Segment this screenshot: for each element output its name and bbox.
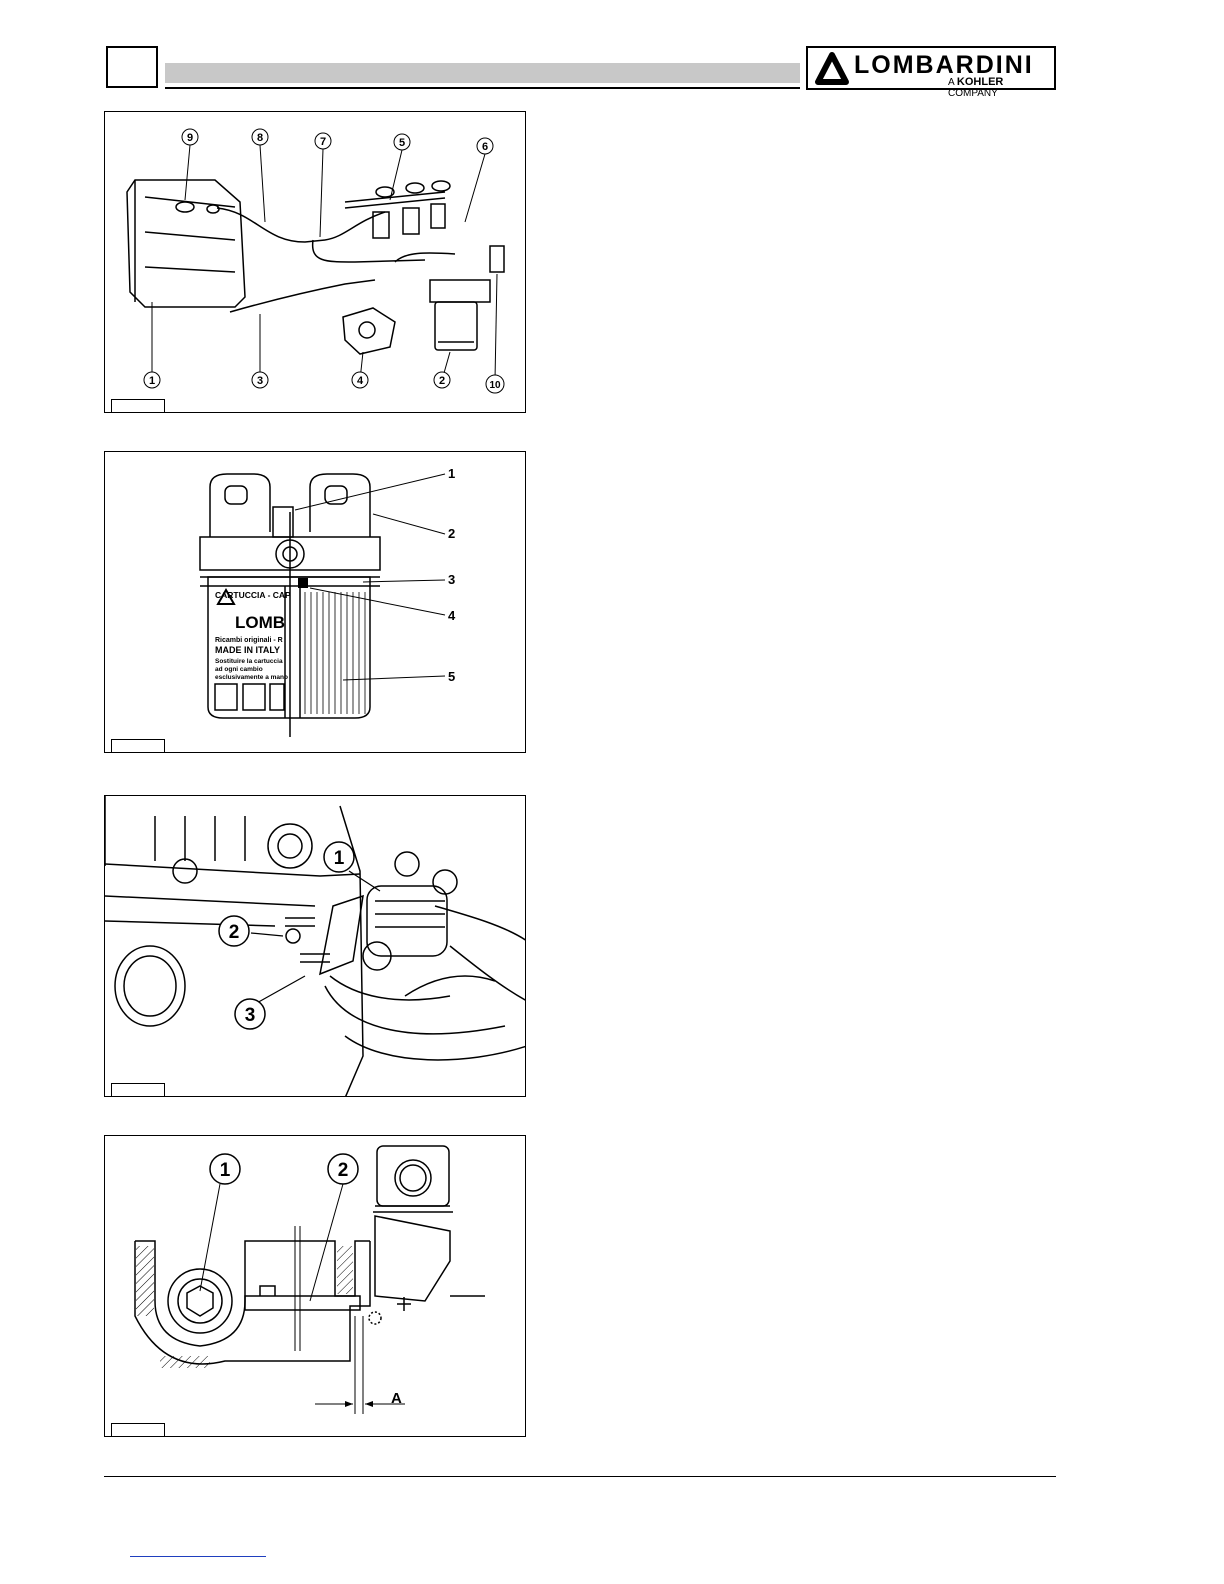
callout-1: 1 [334,848,345,869]
cartridge-text-6: ad ogni cambio [215,666,263,673]
callout-4: 4 [357,375,364,387]
dimension-label: A [391,1390,402,1407]
callouts-figure-4: 1 2 A [210,1154,402,1407]
footer-link-underline[interactable] [130,1556,266,1557]
callout-7: 7 [320,136,326,148]
cartridge-text-3: Ricambi originali - R [215,637,283,644]
callout-3: 3 [448,572,455,587]
cartridge-text-5: Sostituire la cartuccia [215,658,283,665]
figure-fuel-pump-removal: 1 2 3 [104,795,526,1097]
callout-2: 2 [338,1160,349,1181]
callout-3: 3 [245,1005,256,1026]
callout-1: 1 [149,375,155,387]
brand-logo: LOMBARDINI A KOHLER COMPANY [806,46,1056,90]
figure-fuel-filter: CARTUCCIA - CAP LOMB Ricambi originali -… [104,451,526,753]
figure-fuel-circuit: 1 2 3 4 5 6 7 8 9 10 [104,111,526,413]
callout-8: 8 [257,132,263,144]
figure-tab [111,739,165,753]
callout-2: 2 [229,922,240,943]
callout-1: 1 [448,466,455,481]
callout-5: 5 [448,669,455,684]
header-bar [165,63,800,83]
callout-2: 2 [448,526,455,541]
callout-4: 4 [448,608,456,623]
callout-2: 2 [439,375,445,387]
cartridge-text-4: MADE IN ITALY [215,645,280,655]
callout-9: 9 [187,132,193,144]
figure-tab [111,1083,165,1097]
brand-subtitle: A KOHLER COMPANY [948,76,1054,99]
cartridge-text-7: esclusivamente a mano [215,674,288,681]
figure-tab [111,1423,165,1437]
footer-rule [104,1476,1056,1477]
callout-5: 5 [399,137,405,149]
lombardini-triangle-icon [812,49,852,89]
cartridge-text-2: LOMB [235,613,285,632]
callout-1: 1 [220,1160,231,1181]
header-rule [165,87,800,89]
page-number-box [106,46,158,88]
figure-tab [111,399,165,413]
callout-6: 6 [482,141,488,153]
callout-3: 3 [257,375,263,387]
figure-pump-rod-protrusion: 1 2 A [104,1135,526,1437]
callout-10: 10 [489,380,501,391]
